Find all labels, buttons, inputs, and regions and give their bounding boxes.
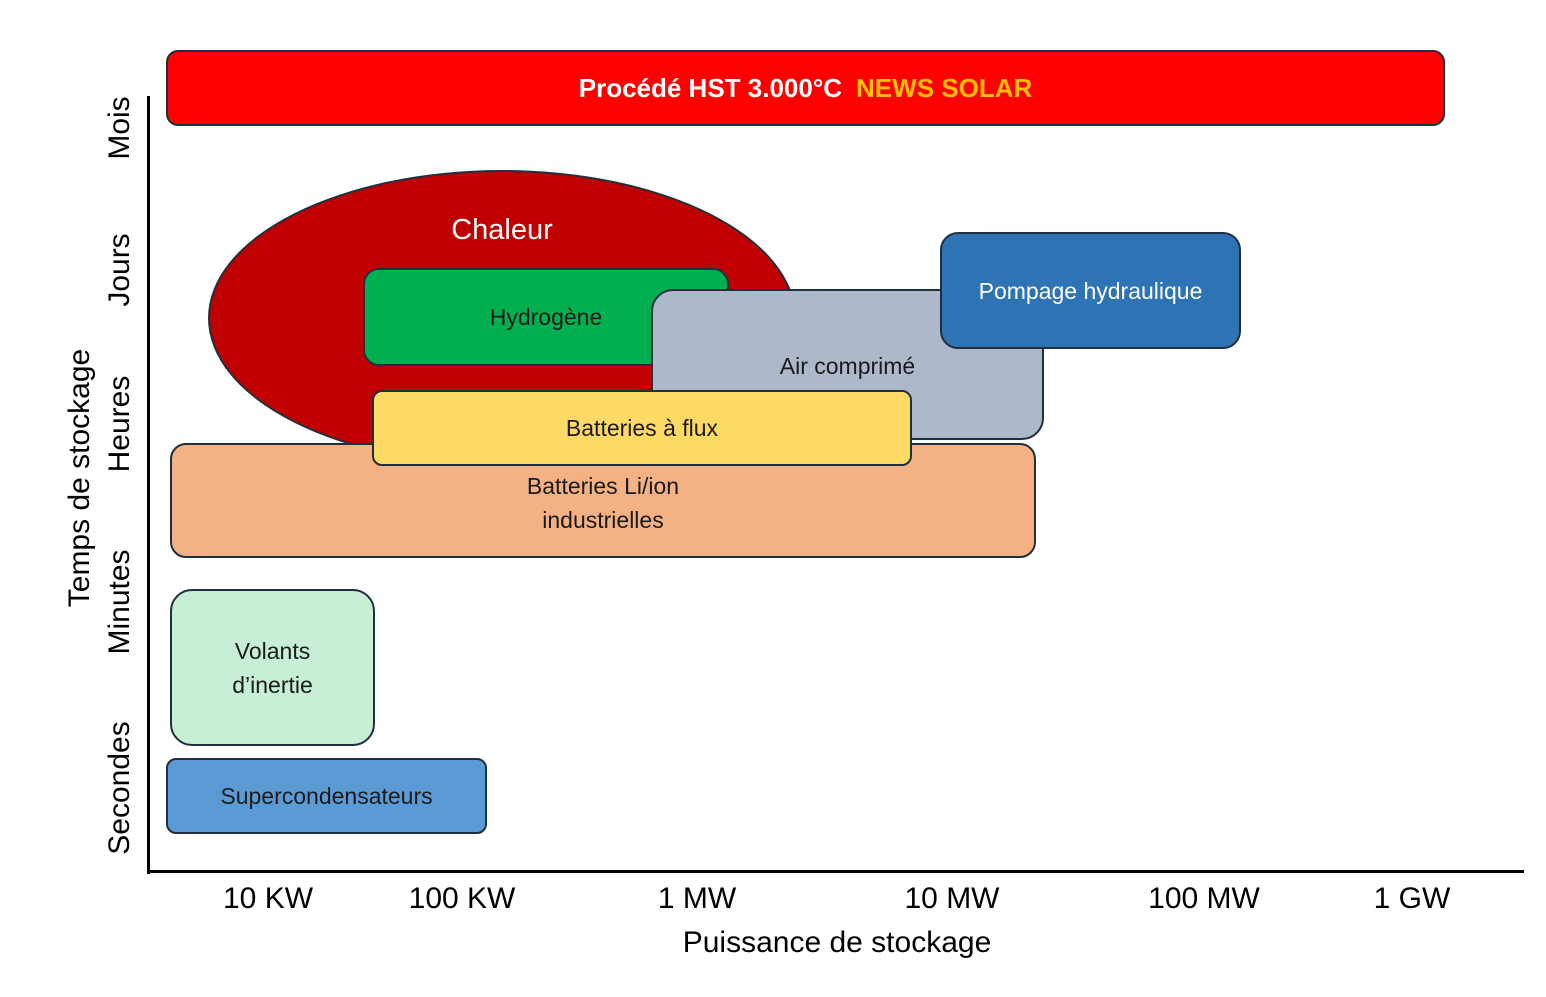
- y-label-heures: Heures: [103, 375, 136, 473]
- batteries-liion-label-line2: industrielles: [542, 507, 664, 533]
- hst-banner-title: Procédé HST 3.000°C: [578, 73, 843, 103]
- hydrogene-box: Hydrogène: [363, 268, 729, 366]
- air-comprime-label: Air comprimé: [779, 353, 916, 379]
- x-label-100kw: 100 KW: [408, 882, 516, 915]
- supercondensateurs-box: Supercondensateurs: [166, 758, 487, 834]
- y-label-minutes: Minutes: [103, 549, 136, 655]
- hst-banner: Procédé HST 3.000°C NEWS SOLAR: [166, 50, 1445, 126]
- volants-label-line2: d’inertie: [232, 671, 313, 698]
- pompage-hydraulique-label: Pompage hydraulique: [978, 277, 1203, 304]
- x-label-1mw: 1 MW: [657, 882, 737, 915]
- volants-label-line1: Volants: [234, 637, 311, 664]
- y-label-mois: Mois: [103, 96, 136, 160]
- pompage-hydraulique-box: Pompage hydraulique: [940, 232, 1241, 349]
- y-axis-title: Temps de stockage: [63, 348, 96, 608]
- y-label-jours: Jours: [103, 233, 136, 307]
- batteries-liion-label-line1: Batteries Li/ion: [526, 473, 680, 499]
- volants-inertie-box: Volants d’inertie: [170, 589, 375, 746]
- y-axis-line: [147, 96, 150, 874]
- x-label-10kw: 10 KW: [222, 882, 314, 915]
- hst-banner-brand: NEWS SOLAR: [856, 73, 1033, 103]
- x-label-1gw: 1 GW: [1373, 882, 1451, 915]
- batteries-flux-box: Batteries à flux: [372, 390, 912, 466]
- chaleur-label: Chaleur: [451, 214, 553, 246]
- x-label-100mw: 100 MW: [1148, 882, 1260, 915]
- supercondensateurs-label: Supercondensateurs: [220, 783, 433, 809]
- x-axis-title: Puissance de stockage: [682, 926, 992, 959]
- x-label-10mw: 10 MW: [904, 882, 1000, 915]
- x-axis-line: [147, 870, 1524, 873]
- hydrogene-label: Hydrogène: [489, 304, 603, 330]
- batteries-flux-label: Batteries à flux: [565, 415, 719, 441]
- y-label-secondes: Secondes: [103, 721, 136, 855]
